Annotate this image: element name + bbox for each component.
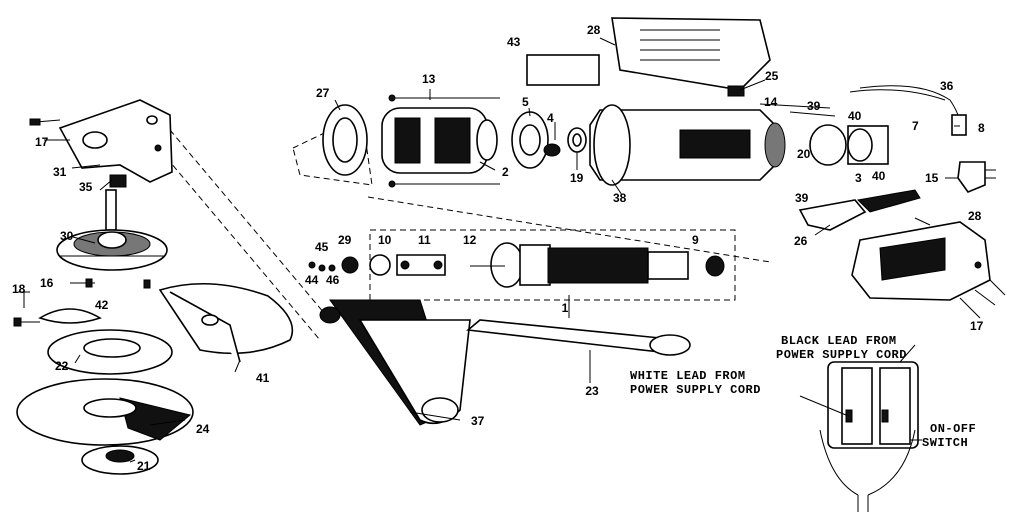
callout-36: 36 (940, 79, 954, 93)
callout-13: 13 (422, 72, 436, 86)
callout-27: 27 (316, 86, 330, 100)
switch-trigger (798, 189, 921, 231)
power-cord (849, 85, 996, 193)
callout-numbers: 1 2 3 4 5 7 8 9 10 11 12 13 14 15 16 17 … (12, 23, 985, 473)
wiring-notes: BLACK LEAD FROM POWER SUPPLY CORD WHITE … (630, 334, 976, 450)
callout-15: 15 (925, 171, 939, 185)
switch-note-line2: SWITCH (922, 436, 968, 450)
terminal-and-leads (727, 85, 836, 117)
callout-46: 46 (326, 273, 340, 287)
callout-16: 16 (40, 276, 54, 290)
callout-39-bottom: 39 (795, 191, 809, 205)
callout-25: 25 (765, 69, 779, 83)
guard-clamp (38, 308, 102, 324)
callout-14: 14 (764, 95, 778, 109)
callout-20: 20 (797, 147, 811, 161)
gear-case (29, 99, 173, 183)
screws-left (13, 278, 151, 327)
callout-39-top: 39 (807, 99, 821, 113)
callout-42: 42 (95, 298, 109, 312)
callout-4: 4 (547, 111, 554, 125)
spindle-bearing-plate (56, 189, 168, 271)
callout-19: 19 (570, 171, 584, 185)
callout-24: 24 (196, 422, 210, 436)
wiring-diagram (799, 344, 922, 512)
callout-22: 22 (55, 359, 69, 373)
switch-and-rings (809, 124, 889, 166)
callout-leader-lines (44, 37, 960, 463)
callout-7: 7 (912, 119, 919, 133)
fan-baffle (511, 111, 561, 169)
black-lead-note-line2: POWER SUPPLY CORD (776, 348, 907, 362)
callout-37: 37 (471, 414, 485, 428)
callout-45: 45 (315, 240, 329, 254)
nameplate (526, 54, 600, 86)
side-handle (319, 299, 471, 426)
callout-1: 1 (562, 301, 569, 315)
spanner-wrench (466, 319, 691, 356)
motor-bearing (567, 127, 587, 153)
callout-31: 31 (53, 165, 67, 179)
armature-assembly (308, 242, 725, 288)
switch-note-line1: ON-OFF (930, 422, 976, 436)
grinding-wheel (16, 378, 194, 446)
black-lead-note-line1: BLACK LEAD FROM (781, 334, 897, 348)
callout-17-right: 17 (970, 319, 984, 333)
callout-21: 21 (137, 459, 151, 473)
handle-cover-lower (851, 221, 991, 301)
callout-38: 38 (613, 191, 627, 205)
wheel-guard (158, 283, 294, 363)
brush-holder-plate (322, 104, 368, 176)
callout-10: 10 (378, 233, 392, 247)
callout-44: 44 (305, 273, 319, 287)
callout-29: 29 (338, 233, 352, 247)
callout-30: 30 (60, 229, 74, 243)
white-lead-note-line2: POWER SUPPLY CORD (630, 383, 761, 397)
field-assembly (381, 107, 498, 174)
white-lead-note-line1: WHITE LEAD FROM (630, 369, 746, 383)
callout-3: 3 (855, 171, 862, 185)
callout-28-top: 28 (587, 23, 601, 37)
callout-11: 11 (418, 233, 431, 247)
callout-40-top: 40 (848, 109, 862, 123)
callout-17-left: 17 (35, 135, 49, 149)
inner-flange (47, 329, 173, 375)
callout-9: 9 (692, 233, 699, 247)
callout-28-right: 28 (968, 209, 982, 223)
handle-cover-upper (611, 17, 771, 91)
callout-23: 23 (585, 384, 599, 398)
callout-40-bottom: 40 (872, 169, 886, 183)
through-bolts (388, 94, 500, 188)
callout-43: 43 (507, 35, 521, 49)
clamp-nut (81, 445, 159, 475)
callout-41: 41 (256, 371, 270, 385)
callout-2: 2 (502, 165, 509, 179)
callout-8: 8 (978, 121, 985, 135)
bearing (109, 174, 127, 188)
screws-right (959, 279, 1006, 319)
callout-35: 35 (79, 180, 93, 194)
callout-26: 26 (794, 234, 808, 248)
callout-18: 18 (12, 282, 26, 296)
motor-housing (589, 104, 786, 186)
callout-5: 5 (522, 95, 529, 109)
callout-12: 12 (463, 233, 477, 247)
